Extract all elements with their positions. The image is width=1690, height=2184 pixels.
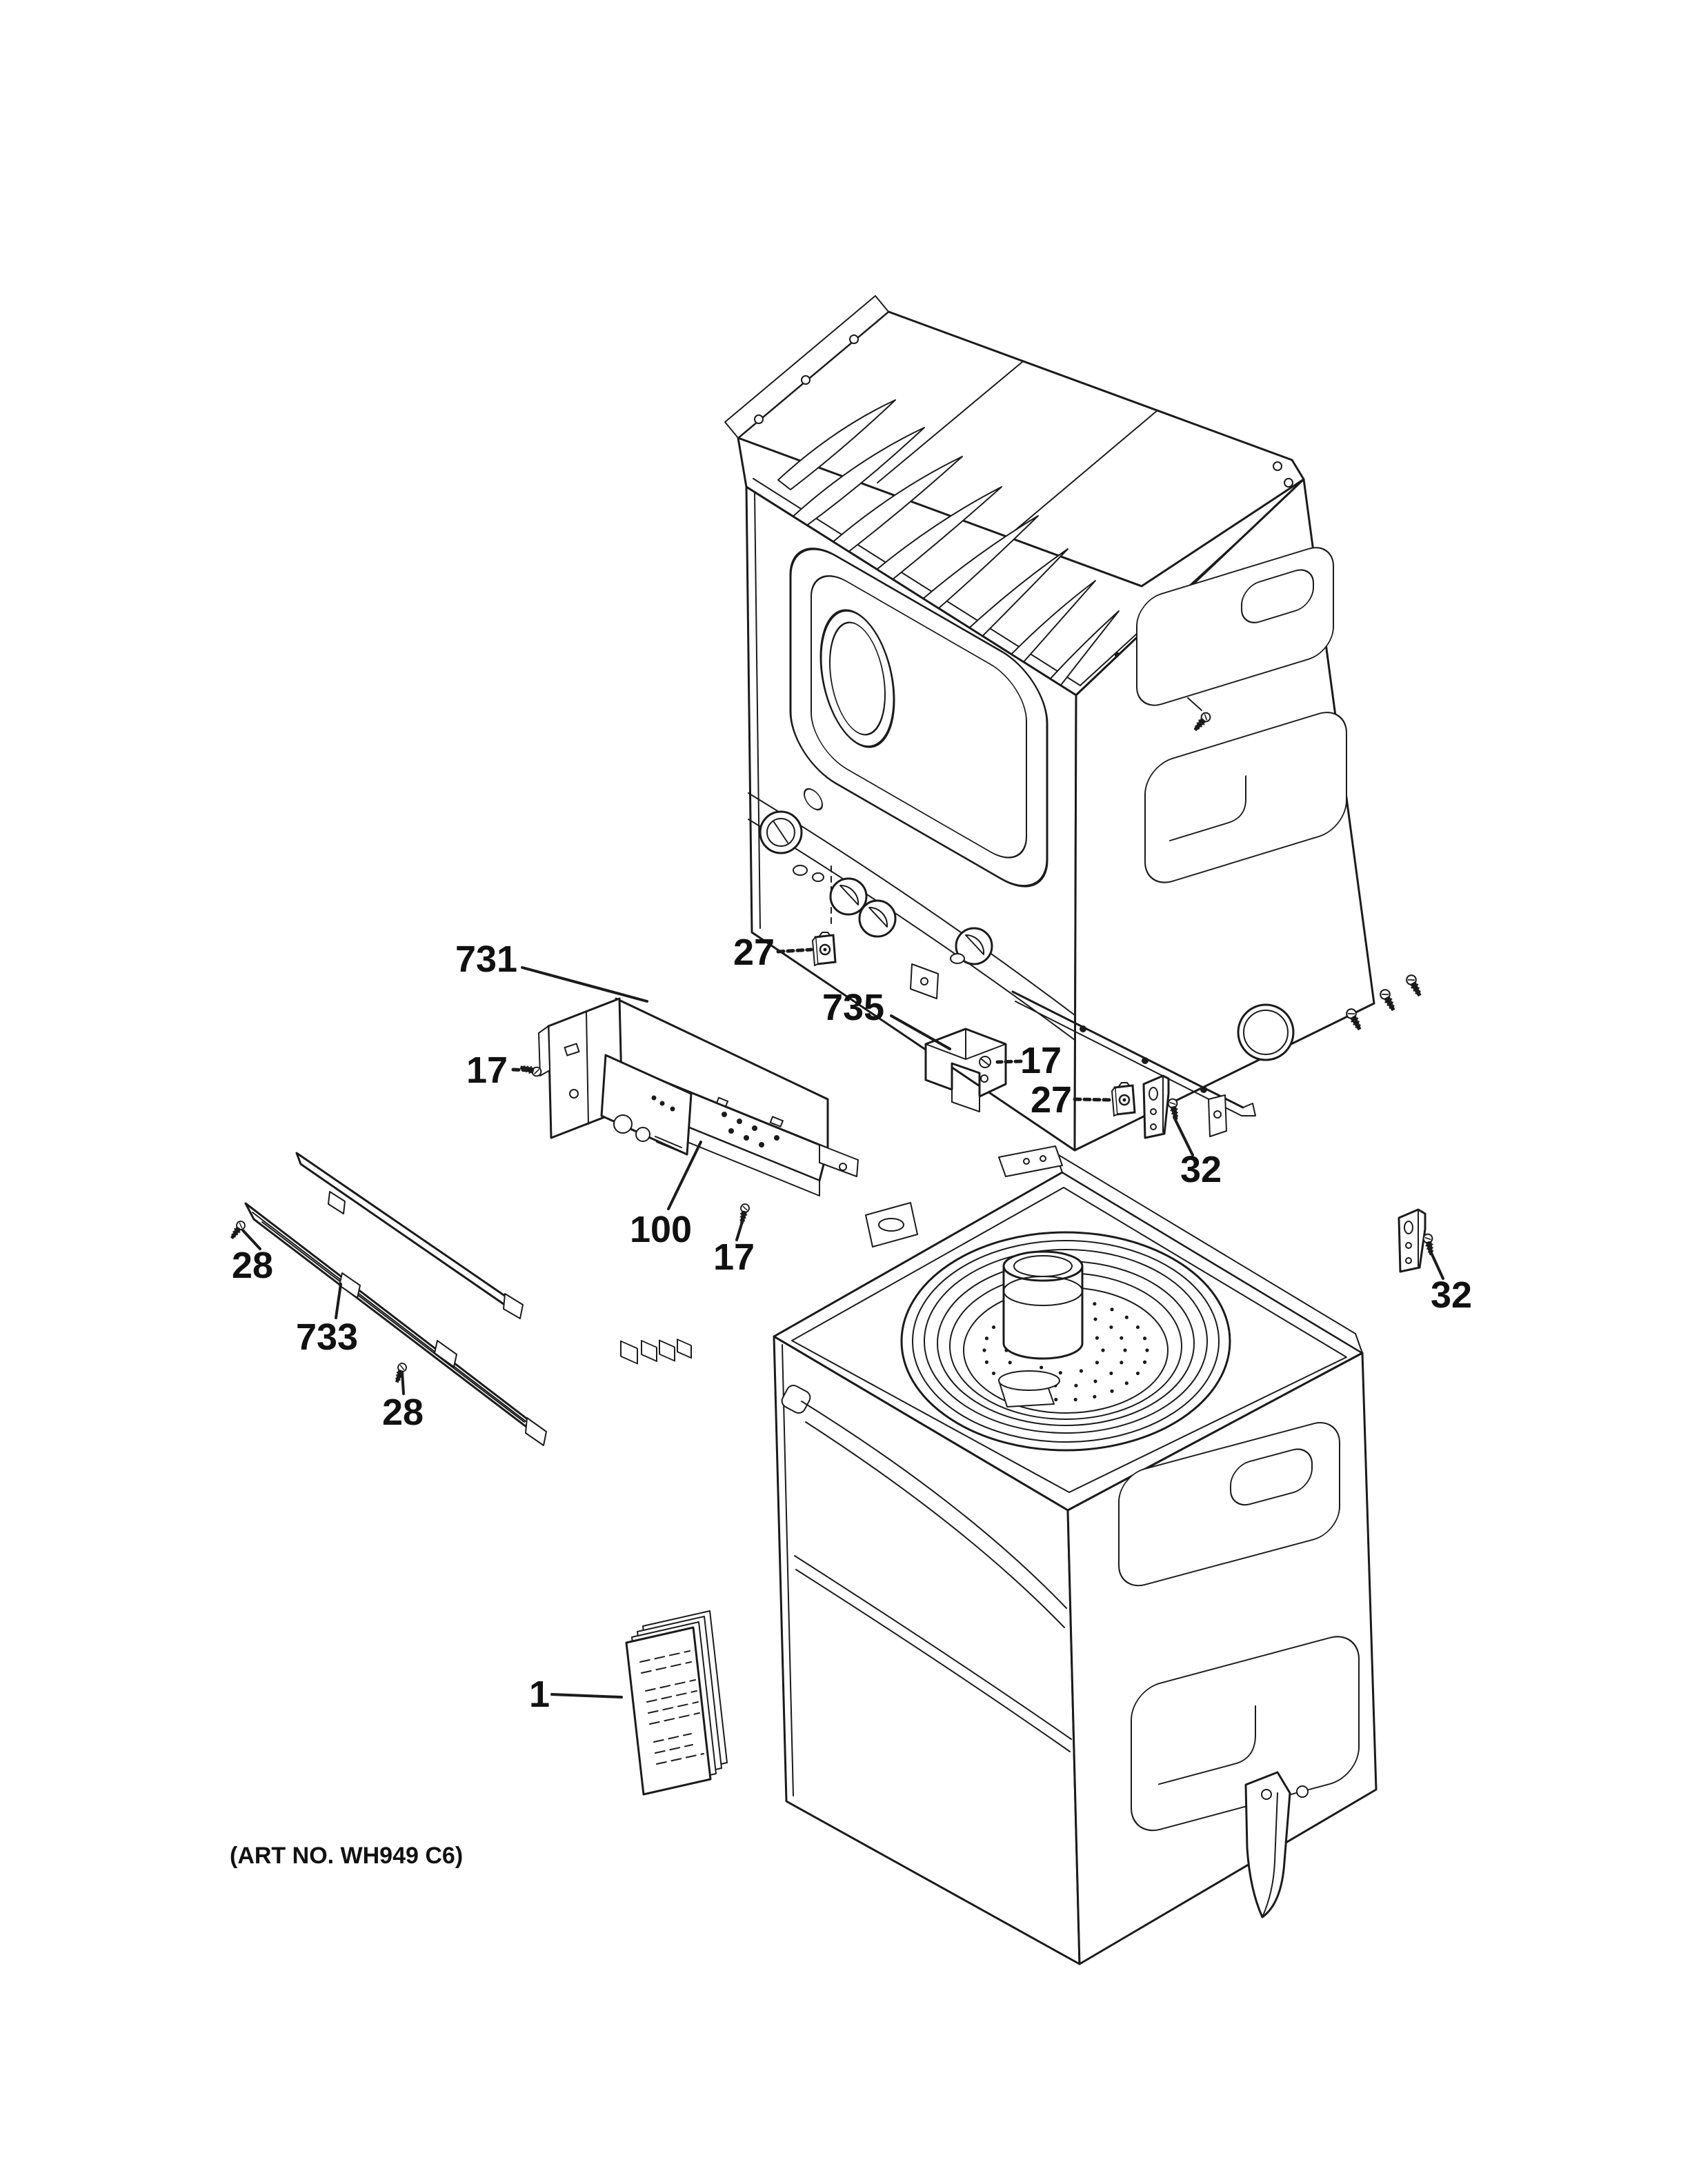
dryer-rear-rail <box>1011 990 1256 1116</box>
callout-28-upper: 28 <box>232 1229 273 1286</box>
part-label-735: 735 <box>822 987 884 1028</box>
callout-100: 100 <box>630 1141 702 1250</box>
part-label-17-bracket: 17 <box>1020 1040 1062 1081</box>
callout-28-lower: 28 <box>382 1371 424 1433</box>
clip-fastener-27-upper <box>811 931 837 967</box>
washer-cabinet <box>773 1145 1378 1965</box>
screw-icon <box>1378 987 1399 1013</box>
callout-733: 733 <box>296 1283 358 1358</box>
wash-tub <box>900 1231 1231 1452</box>
leader-line <box>241 1229 261 1250</box>
leader-line <box>776 948 813 954</box>
dryer-control-band <box>748 792 1075 1041</box>
callout-1: 1 <box>529 1674 623 1715</box>
clip-fastener-27-lower <box>1111 1081 1136 1117</box>
callout-32-right: 32 <box>1426 1244 1472 1316</box>
washer-side-panel <box>1066 1352 1378 1965</box>
dryer-side-recess-upper <box>1136 547 1334 706</box>
washer-side-recess-lower <box>1131 1636 1360 1832</box>
leader-line <box>1426 1244 1444 1280</box>
bracket-735 <box>924 1028 1007 1112</box>
door-latch-knob <box>804 788 823 811</box>
part-label-32-left: 32 <box>1180 1149 1222 1190</box>
leader-line <box>521 966 648 1003</box>
callout-27-lower: 27 <box>1031 1079 1113 1121</box>
leader-line <box>1173 1116 1194 1156</box>
trim-strip-733 <box>228 1202 547 1446</box>
leader-line <box>995 1059 1023 1064</box>
screw-icon <box>1404 972 1425 999</box>
dryer-knob <box>858 899 897 938</box>
leader-line <box>890 1014 951 1050</box>
washer-side-recess-upper <box>1118 1422 1340 1587</box>
part-label-27-lower: 27 <box>1031 1079 1072 1121</box>
art-number: (ART NO. WH949 C6) <box>230 1843 463 1869</box>
callout-27-upper: 27 <box>733 932 813 973</box>
trim-strip-upper <box>295 1152 524 1319</box>
dryer-side-recess-lower <box>1144 712 1347 883</box>
callout-17-left: 17 <box>466 1050 532 1091</box>
bracket-32-right <box>1398 1208 1437 1273</box>
part-label-1: 1 <box>529 1674 550 1715</box>
callout-735: 735 <box>822 987 951 1050</box>
dryer-side-panel <box>1073 478 1375 1152</box>
callout-32-left: 32 <box>1173 1116 1222 1190</box>
part-label-28-lower: 28 <box>382 1392 424 1433</box>
part-label-100: 100 <box>630 1209 692 1250</box>
leader-line <box>735 1214 746 1241</box>
dryer-knob <box>955 927 993 965</box>
leader-line <box>1073 1097 1113 1102</box>
dryer-cabinet <box>724 295 1375 1152</box>
callout-17-board: 17 <box>713 1214 755 1278</box>
manual-booklet <box>625 1610 728 1796</box>
screw-icon <box>392 1361 408 1385</box>
washer-bottom-strap <box>1244 1771 1309 1918</box>
part-label-731: 731 <box>455 939 517 980</box>
leader-line <box>335 1283 342 1319</box>
dryer-timer-knob <box>759 810 803 854</box>
part-label-32-right: 32 <box>1431 1274 1472 1316</box>
dryer-knob <box>829 877 868 916</box>
lid-latch-plate <box>998 1145 1063 1177</box>
dryer-door <box>789 548 1048 888</box>
control-shelf-holes <box>715 1096 784 1148</box>
fill-tube <box>998 1250 1084 1407</box>
part-label-733: 733 <box>296 1316 358 1358</box>
screw-icon <box>1422 1232 1437 1256</box>
part-label-28-upper: 28 <box>232 1245 273 1286</box>
leader-line <box>667 1141 702 1210</box>
leader-line <box>401 1371 405 1395</box>
bracket-32-left <box>1142 1074 1182 1139</box>
control-panel-assembly <box>519 997 859 1365</box>
part-label-27-upper: 27 <box>733 932 775 973</box>
loose-hardware <box>811 931 1437 1273</box>
callout-731: 731 <box>455 939 648 1003</box>
callout-17-bracket: 17 <box>995 1040 1062 1081</box>
part-label-17-board: 17 <box>713 1236 755 1278</box>
side-screw-icon <box>1187 697 1213 734</box>
leader-line <box>550 1693 623 1699</box>
dryer-front-panel <box>745 485 1077 1152</box>
part-label-17-left: 17 <box>466 1050 508 1091</box>
control-board <box>600 1054 693 1365</box>
booklet-text-lines <box>639 1650 704 1765</box>
dryer-top-cover-panel <box>724 295 1305 588</box>
washer-front-panel <box>773 1335 1081 1965</box>
